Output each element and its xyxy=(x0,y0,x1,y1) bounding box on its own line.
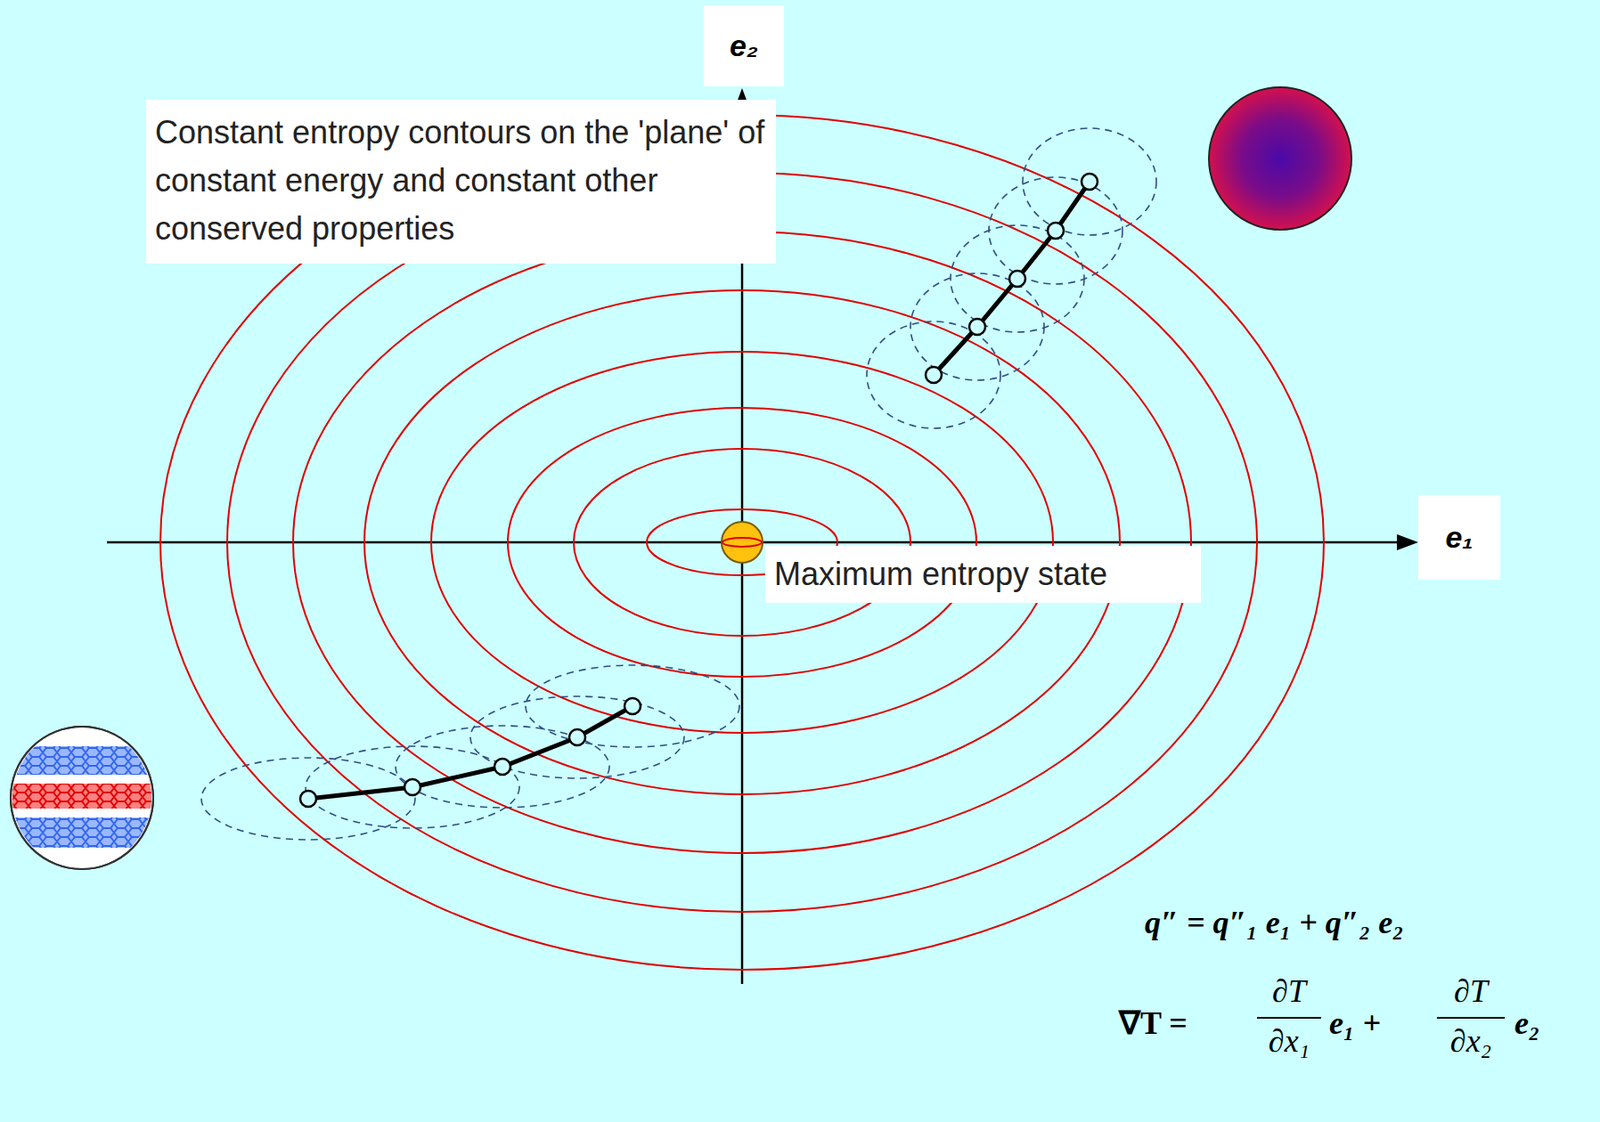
node-text: e₂ xyxy=(729,28,759,64)
uncertainty-ellipse xyxy=(525,665,740,748)
uncertainty-ellipse xyxy=(395,726,610,809)
state-point xyxy=(300,791,317,808)
fraction-bar xyxy=(1436,1017,1505,1020)
uncertainty-ellipse xyxy=(470,696,685,779)
uncertainty-ellipse xyxy=(910,273,1045,381)
graphene-icon-border xyxy=(10,726,154,870)
entropy-contour xyxy=(722,538,762,547)
state-point xyxy=(969,318,986,335)
node-text: Constant entropy contours on the 'plane'… xyxy=(155,108,768,254)
uncertainty-ellipse xyxy=(866,321,1001,429)
entropy-contour xyxy=(573,448,911,637)
entropy-contour xyxy=(364,290,1120,795)
state-point xyxy=(1081,173,1098,190)
state-point xyxy=(1009,270,1026,287)
axis-label-box: e₁ xyxy=(1418,495,1501,580)
fraction-denominator: ∂x₂ xyxy=(1450,1022,1492,1062)
state-label-box: Maximum entropy state xyxy=(765,546,1201,604)
uncertainty-ellipse xyxy=(201,758,416,841)
uncertainty-ellipse xyxy=(305,746,520,829)
entropy-contour xyxy=(431,351,1054,734)
equation-term: e₂ xyxy=(1514,1004,1541,1044)
state-point xyxy=(1047,222,1064,239)
fraction-numerator: ∂T xyxy=(1453,972,1488,1012)
state-point xyxy=(925,367,942,384)
uncertainty-ellipse xyxy=(950,225,1085,333)
axis-label-box: e₂ xyxy=(703,5,784,87)
state-point xyxy=(494,759,511,776)
caption-box: Constant entropy contours on the 'plane'… xyxy=(146,99,776,264)
graphene-layer xyxy=(8,783,161,809)
equation-term: e₁ + xyxy=(1329,1004,1381,1044)
fraction-bar xyxy=(1257,1017,1322,1020)
entropy-contour xyxy=(227,172,1258,913)
maximum-entropy-point xyxy=(721,522,763,564)
axis-arrowhead xyxy=(1396,534,1419,551)
state-point xyxy=(404,779,421,796)
state-trajectory xyxy=(308,706,633,800)
node-text: Maximum entropy state xyxy=(774,555,1108,594)
sphere-icon xyxy=(1208,87,1352,230)
state-point xyxy=(624,698,641,715)
graphene-layer xyxy=(8,746,161,776)
state-point xyxy=(569,729,586,746)
fraction-numerator: ∂T xyxy=(1272,972,1307,1012)
uncertainty-ellipse xyxy=(1022,128,1157,236)
equation-term: ∇T = xyxy=(1118,1004,1188,1044)
entropy-contour xyxy=(507,408,977,678)
state-trajectory xyxy=(933,181,1090,376)
uncertainty-ellipse xyxy=(988,177,1123,285)
node-text: e₁ xyxy=(1445,520,1474,556)
heat-flux-equation: q″ = q″₁ e₁ + q″₂ e₂ xyxy=(1144,904,1405,943)
fraction-denominator: ∂x₁ xyxy=(1268,1022,1310,1062)
entropy-contour xyxy=(293,231,1192,854)
